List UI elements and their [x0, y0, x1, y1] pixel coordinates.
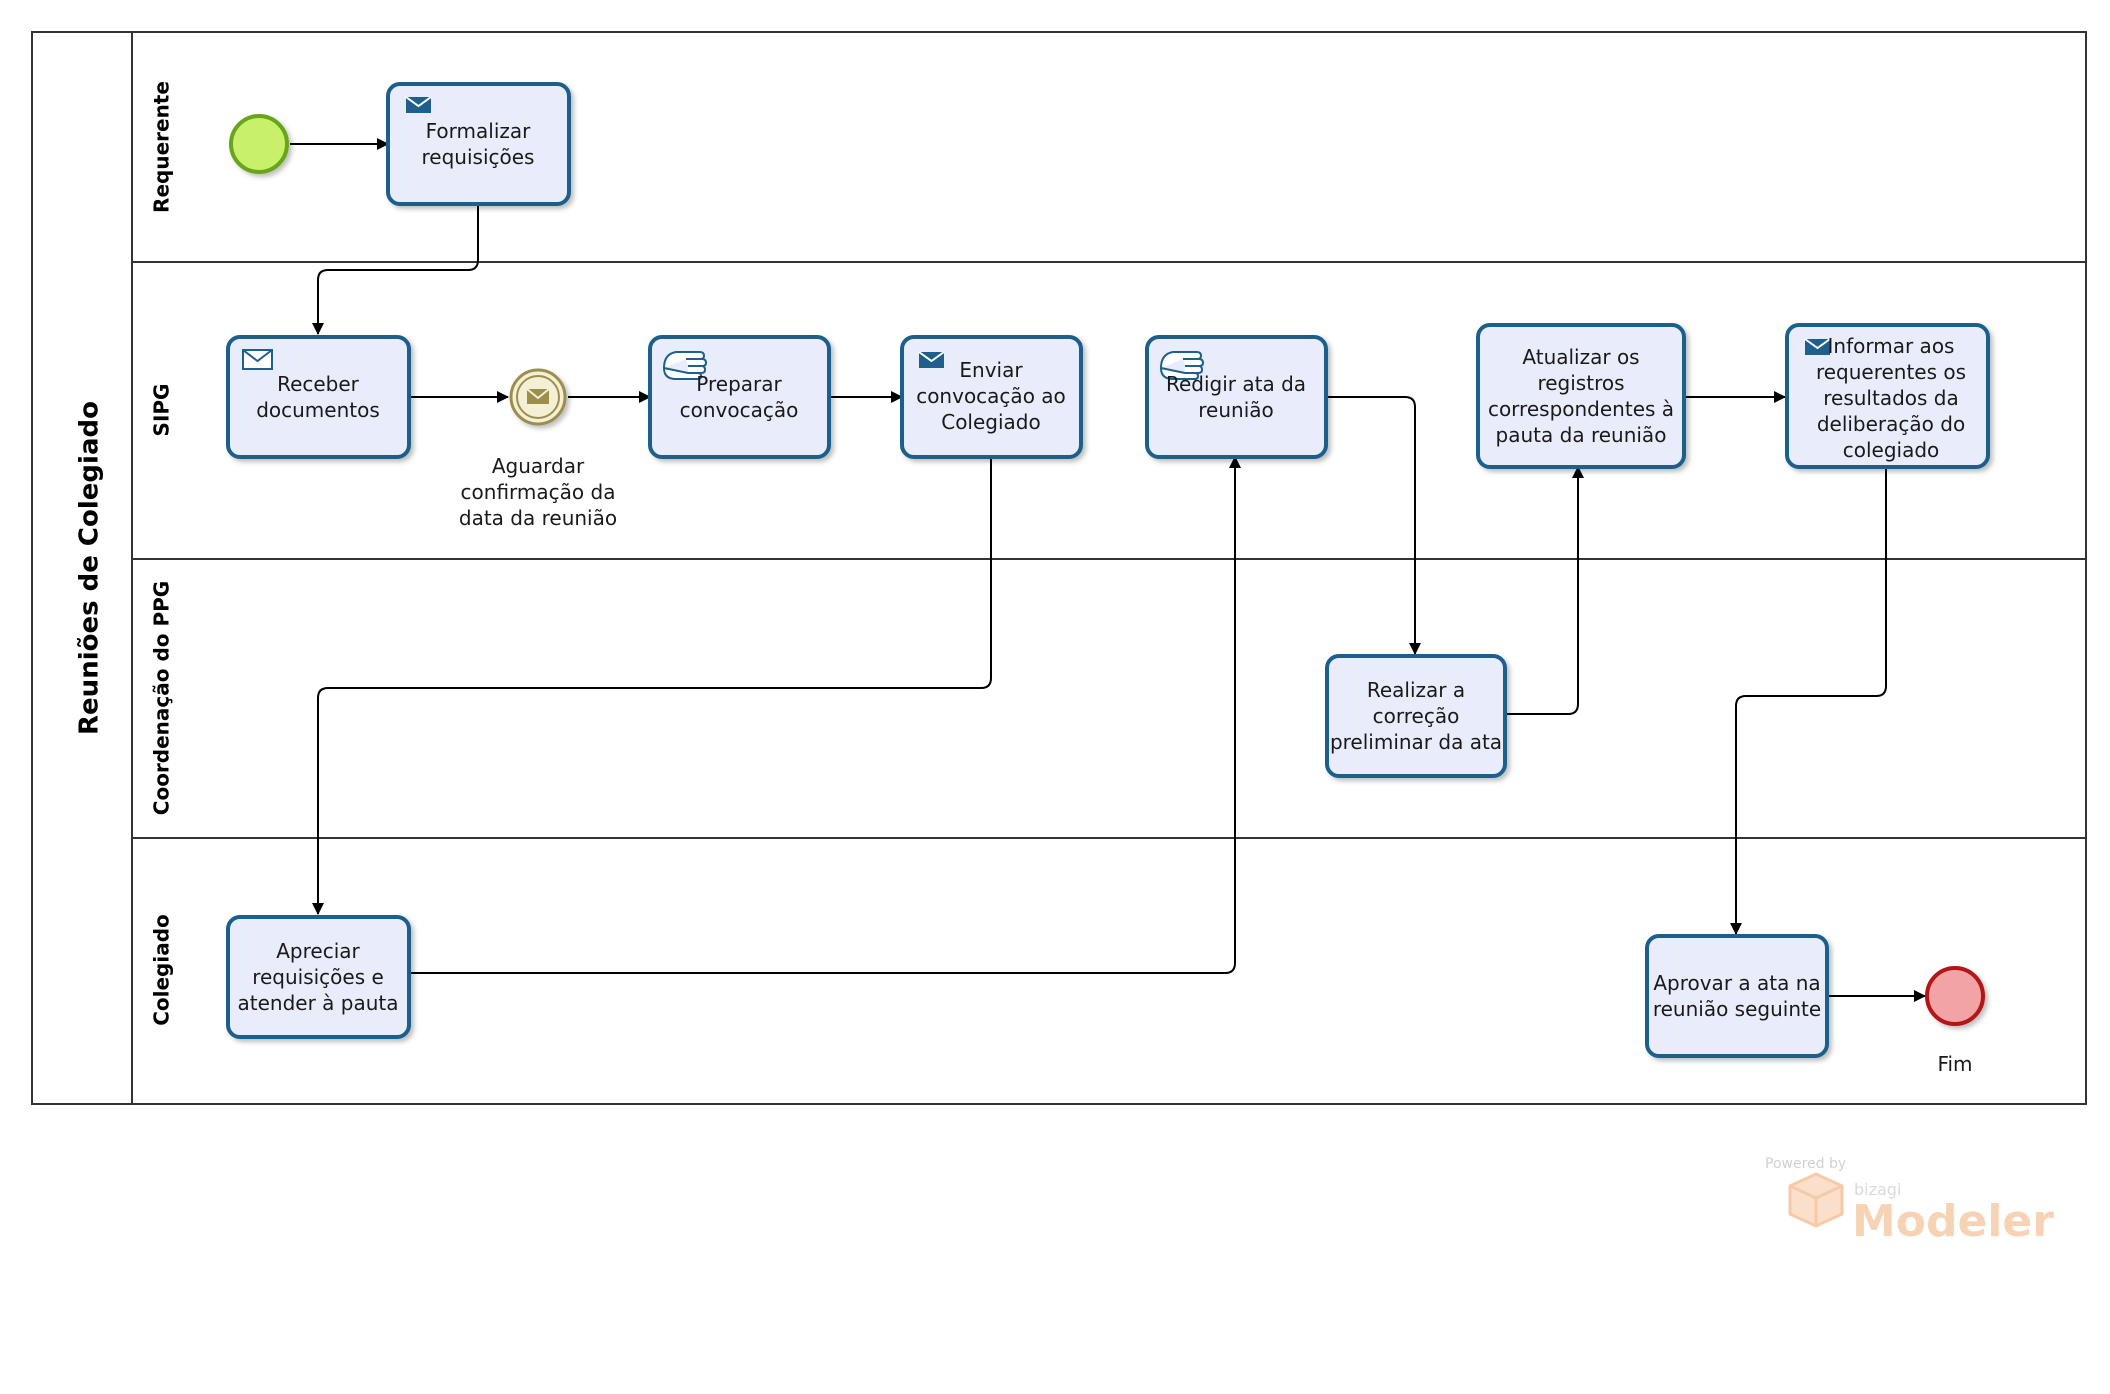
task-receber-line-2: documentos — [256, 398, 380, 422]
task-formalizar[interactable]: Formalizar requisições — [386, 82, 571, 206]
envelope-icon — [918, 351, 945, 368]
task-informar[interactable]: Informar aos requerentes os resultados d… — [1785, 323, 1990, 469]
envelope-icon — [526, 388, 550, 404]
task-atualizar-line-2: registros — [1537, 371, 1624, 395]
task-enviar-line-2: convocação ao — [916, 384, 1066, 408]
task-apreciar-line-3: atender à pauta — [238, 991, 399, 1015]
task-informar-line-1: Informar aos — [1828, 334, 1955, 358]
lane-label-sipg: SIPG — [150, 384, 174, 437]
lane-label-requerente: Requerente — [150, 81, 174, 213]
task-informar-line-2: requerentes os — [1816, 360, 1966, 384]
envelope-icon — [405, 96, 432, 113]
task-preparar-line-2: convocação — [680, 398, 799, 422]
flow-enviar-apreciar — [312, 457, 992, 915]
task-realizar[interactable]: Realizar a correção preliminar da ata — [1325, 654, 1507, 778]
task-apreciar-line-2: requisições e — [252, 965, 384, 989]
watermark-brand: bizagi — [1854, 1180, 1901, 1199]
intermediate-event-label-line-1: Aguardar — [492, 454, 585, 478]
task-atualizar-line-3: correspondentes à — [1488, 397, 1674, 421]
task-apreciar-line-1: Apreciar — [276, 939, 360, 963]
intermediate-event-label-line-2: confirmação da — [461, 480, 616, 504]
end-event-label: Fim — [1937, 1052, 1972, 1076]
task-realizar-line-3: preliminar da ata — [1330, 730, 1502, 754]
task-enviar[interactable]: Enviar convocação ao Colegiado — [900, 335, 1083, 459]
watermark-product: Modeler — [1852, 1196, 2054, 1247]
lanes: Requerente SIPG Coordenação do PPG Coleg… — [132, 81, 2086, 1026]
intermediate-event-label-line-3: data da reunião — [459, 506, 617, 530]
envelope-icon — [1804, 338, 1831, 355]
flow-apreciar-redigir — [409, 456, 1241, 974]
task-enviar-line-1: Enviar — [959, 358, 1023, 382]
task-aprovar-line-2: reunião seguinte — [1653, 997, 1821, 1021]
task-informar-line-5: colegiado — [1843, 438, 1940, 462]
task-realizar-line-1: Realizar a — [1367, 678, 1465, 702]
end-event[interactable] — [1925, 966, 1985, 1026]
intermediate-message-event[interactable] — [509, 368, 567, 426]
task-preparar[interactable]: Preparar convocação — [648, 335, 831, 459]
bizagi-logo-icon — [1788, 1172, 1844, 1228]
task-redigir-line-1: Redigir ata da — [1166, 372, 1306, 396]
bizagi-watermark: Powered by bizagi Modeler — [1765, 1156, 2054, 1247]
task-realizar-line-2: correção — [1373, 704, 1460, 728]
lane-label-coordenacao: Coordenação do PPG — [150, 581, 174, 815]
task-formalizar-line-1: Formalizar — [426, 119, 532, 143]
task-aprovar[interactable]: Aprovar a ata na reunião seguinte — [1645, 934, 1829, 1058]
task-redigir[interactable]: Redigir ata da reunião — [1145, 335, 1328, 459]
task-enviar-line-3: Colegiado — [941, 410, 1041, 434]
hand-icon — [662, 351, 708, 380]
task-informar-line-4: deliberação do — [1817, 412, 1965, 436]
task-informar-line-3: resultados da — [1823, 386, 1959, 410]
flow-realizar-atualizar — [1505, 466, 1584, 715]
watermark-powered-by: Powered by — [1765, 1156, 1846, 1172]
task-formalizar-line-2: requisições — [422, 145, 535, 169]
flow-formalizar-receber — [312, 204, 479, 335]
hand-icon — [1159, 351, 1205, 380]
task-atualizar[interactable]: Atualizar os registros correspondentes à… — [1476, 323, 1686, 469]
pool-title: Reuniões de Colegiado — [75, 401, 105, 735]
task-aprovar-line-1: Aprovar a ata na — [1653, 971, 1820, 995]
task-receber-line-1: Receber — [277, 372, 360, 396]
lane-label-colegiado: Colegiado — [150, 914, 174, 1026]
task-receber[interactable]: Receber documentos — [226, 335, 411, 459]
task-redigir-line-2: reunião — [1198, 398, 1274, 422]
task-apreciar[interactable]: Apreciar requisições e atender à pauta — [226, 915, 411, 1039]
task-preparar-line-1: Preparar — [696, 372, 782, 396]
flow-redigir-realizar — [1326, 396, 1421, 655]
flow-informar-aprovar — [1730, 467, 1887, 935]
sequence-flows — [290, 138, 1926, 1002]
task-atualizar-line-1: Atualizar os — [1522, 345, 1639, 369]
envelope-outline-icon — [242, 349, 273, 370]
start-event[interactable] — [229, 114, 289, 174]
task-atualizar-line-4: pauta da reunião — [1496, 423, 1667, 447]
